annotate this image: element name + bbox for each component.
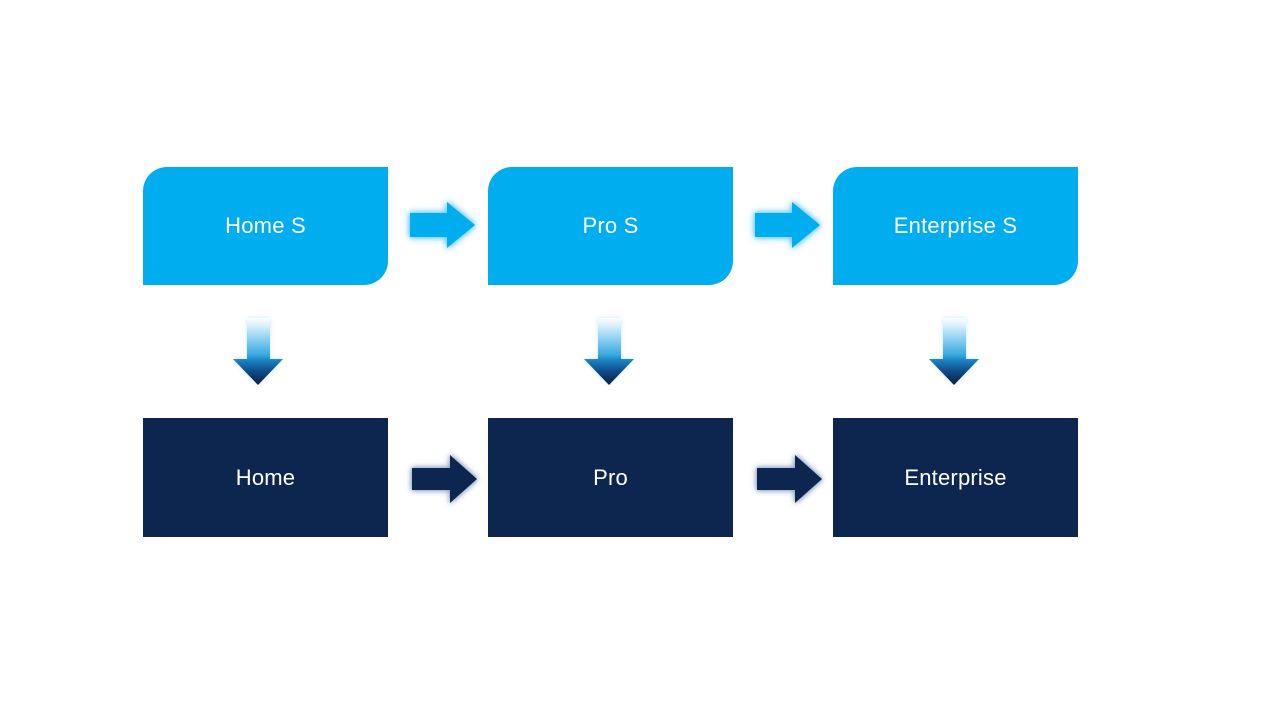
node-home-s-label: Home S (225, 213, 306, 238)
down-arrow-icon (233, 318, 283, 385)
right-arrow-icon (755, 202, 820, 248)
right-arrow-icon (412, 455, 477, 503)
node-pro-s: Pro S (488, 167, 733, 285)
node-pro: Pro (488, 418, 733, 537)
down-arrow-icon (929, 318, 979, 385)
node-enterprise-s-label: Enterprise S (893, 213, 1018, 238)
node-pro-label: Pro (593, 464, 628, 490)
node-home: Home (143, 418, 388, 537)
down-arrow-icon (584, 318, 634, 385)
right-arrow-icon (410, 202, 475, 248)
node-enterprise-s: Enterprise S (833, 167, 1078, 285)
node-home-label: Home (235, 464, 296, 490)
node-enterprise-label: Enterprise (904, 464, 1007, 490)
node-pro-s-label: Pro S (582, 213, 639, 238)
right-arrow-icon (757, 455, 822, 503)
node-enterprise: Enterprise (833, 418, 1078, 537)
node-home-s: Home S (143, 167, 388, 285)
